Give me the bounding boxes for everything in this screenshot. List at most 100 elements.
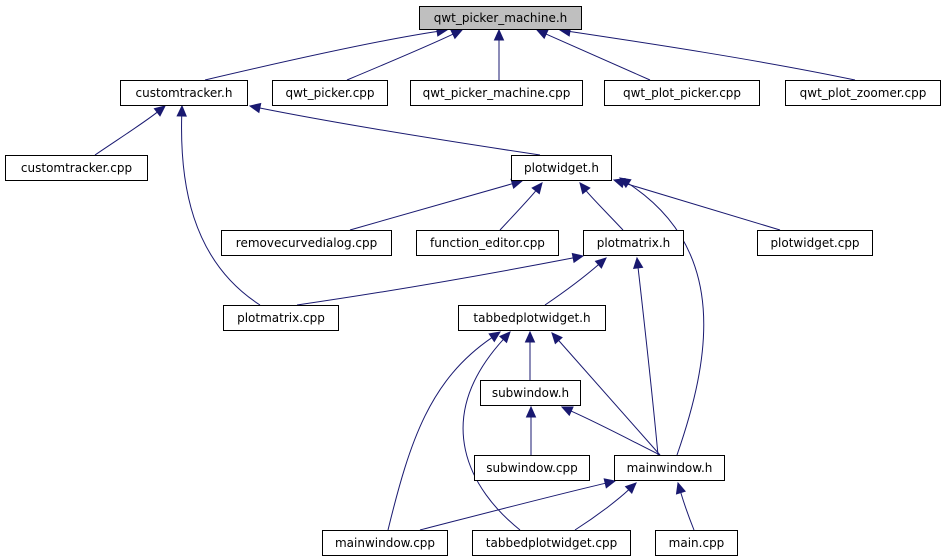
arrowhead-icon xyxy=(488,331,501,343)
node-box xyxy=(511,155,612,181)
node-label: plotmatrix.cpp xyxy=(237,311,325,325)
arrowhead-icon xyxy=(498,331,511,344)
node-qwt-picker-machine-cpp[interactable]: qwt_picker_machine.cpp xyxy=(410,80,583,106)
edge-line xyxy=(181,115,261,306)
edge-main-cpp-to-mainwindow-h xyxy=(675,481,695,531)
node-qwt-picker-cpp[interactable]: qwt_picker.cpp xyxy=(272,80,388,106)
node-label: subwindow.cpp xyxy=(486,461,578,475)
node-tabbedplotwidget-h[interactable]: tabbedplotwidget.h xyxy=(458,305,606,331)
node-function-editor-cpp[interactable]: function_editor.cpp xyxy=(416,230,559,256)
node-label: qwt_picker.cpp xyxy=(285,86,374,100)
arrowhead-icon xyxy=(450,29,464,40)
node-label: qwt_picker_machine.cpp xyxy=(423,86,571,100)
arrowhead-icon xyxy=(493,28,505,41)
edge-function-editor-cpp-to-plotwidget-h xyxy=(499,182,543,231)
node-label: plotwidget.h xyxy=(524,161,599,175)
node-label: customtracker.h xyxy=(136,86,233,100)
node-box xyxy=(757,230,873,256)
arrowhead-icon xyxy=(535,29,549,40)
node-box xyxy=(655,530,738,556)
node-qwt-picker-machine-h[interactable]: qwt_picker_machine.h xyxy=(419,6,582,30)
arrowhead-icon xyxy=(594,257,607,269)
arrowhead-icon xyxy=(624,482,637,494)
node-mainwindow-h[interactable]: mainwindow.h xyxy=(614,455,725,481)
node-label: customtracker.cpp xyxy=(21,161,132,175)
node-plotwidget-cpp[interactable]: plotwidget.cpp xyxy=(757,230,873,256)
edge-line xyxy=(569,31,856,81)
node-label: function_editor.cpp xyxy=(430,236,545,250)
edge-mainwindow-h-to-tabbedplotwidget-h xyxy=(551,332,661,456)
edge-qwt-picker-machine-cpp-to-qwt-picker-machine-h xyxy=(493,28,505,80)
edge-mainwindow-cpp-to-mainwindow-h xyxy=(419,478,617,531)
edge-line xyxy=(637,267,659,456)
node-box xyxy=(221,230,392,256)
node-box xyxy=(223,305,339,331)
arrowhead-icon xyxy=(525,405,537,418)
edge-subwindow-cpp-to-subwindow-h xyxy=(525,405,537,455)
edge-line xyxy=(259,107,541,156)
node-qwt-plot-zoomer-cpp[interactable]: qwt_plot_zoomer.cpp xyxy=(785,80,941,106)
edge-line xyxy=(680,492,695,531)
edge-line xyxy=(585,190,624,231)
node-label: qwt_plot_zoomer.cpp xyxy=(800,86,927,100)
edge-plotwidget-h-to-customtracker-h xyxy=(248,102,541,156)
node-box xyxy=(416,230,559,256)
edge-line xyxy=(545,33,651,81)
node-label: mainwindow.h xyxy=(627,461,713,475)
node-mainwindow-cpp[interactable]: mainwindow.cpp xyxy=(322,530,448,556)
arrowhead-icon xyxy=(571,252,585,264)
node-box xyxy=(604,80,760,106)
node-label: tabbedplotwidget.h xyxy=(473,311,590,325)
edge-tabbedplotwidget-cpp-to-tabbedplotwidget-h xyxy=(462,331,521,531)
edge-line xyxy=(628,183,705,456)
edge-removecurvedialog-cpp-to-plotwidget-h xyxy=(349,178,524,231)
edge-line xyxy=(349,183,513,231)
node-removecurvedialog-cpp[interactable]: removecurvedialog.cpp xyxy=(221,230,392,256)
node-customtracker-cpp[interactable]: customtracker.cpp xyxy=(5,155,148,181)
edge-line xyxy=(204,31,438,81)
node-label: subwindow.h xyxy=(492,386,569,400)
node-label: mainwindow.cpp xyxy=(335,536,435,550)
edge-line xyxy=(419,482,606,531)
node-label: qwt_picker_machine.h xyxy=(434,11,568,25)
node-subwindow-cpp[interactable]: subwindow.cpp xyxy=(474,455,590,481)
node-plotwidget-h[interactable]: plotwidget.h xyxy=(511,155,612,181)
edge-line xyxy=(499,190,537,231)
node-box xyxy=(322,530,448,556)
edge-line xyxy=(544,264,599,306)
node-plotmatrix-cpp[interactable]: plotmatrix.cpp xyxy=(223,305,339,331)
edge-plotmatrix-cpp-to-customtracker-h xyxy=(176,104,261,306)
node-customtracker-h[interactable]: customtracker.h xyxy=(120,80,248,106)
node-box xyxy=(480,380,581,406)
node-main-cpp[interactable]: main.cpp xyxy=(655,530,738,556)
arrowhead-icon xyxy=(551,332,563,345)
edge-qwt-plot-picker-cpp-to-qwt-picker-machine-h xyxy=(535,29,651,81)
node-box xyxy=(472,530,631,556)
node-subwindow-h[interactable]: subwindow.h xyxy=(480,380,581,406)
edge-line xyxy=(462,339,521,531)
node-tabbedplotwidget-cpp[interactable]: tabbedplotwidget.cpp xyxy=(472,530,631,556)
edges-layer xyxy=(94,26,856,531)
node-label: qwt_plot_picker.cpp xyxy=(623,86,741,100)
node-label: tabbedplotwidget.cpp xyxy=(486,536,617,550)
edge-plotwidget-cpp-to-plotwidget-h xyxy=(612,178,781,231)
node-label: main.cpp xyxy=(669,536,725,550)
arrowhead-icon xyxy=(632,256,644,269)
edge-plotmatrix-h-to-plotwidget-h xyxy=(579,182,624,231)
edge-mainwindow-cpp-to-tabbedplotwidget-h xyxy=(387,331,501,531)
edge-line xyxy=(623,182,781,231)
node-box xyxy=(410,80,583,106)
node-box xyxy=(614,455,725,481)
edge-line xyxy=(570,410,661,456)
arrowhead-icon xyxy=(531,182,543,195)
nodes-layer: qwt_picker_machine.h customtracker.h qwt_p… xyxy=(5,6,941,556)
edge-mainwindow-h-to-subwindow-h xyxy=(560,406,661,456)
node-plotmatrix-h[interactable]: plotmatrix.h xyxy=(583,230,684,256)
node-box xyxy=(458,305,606,331)
edge-mainwindow-h-to-plotmatrix-h xyxy=(632,256,659,456)
node-box xyxy=(272,80,388,106)
node-qwt-plot-picker-cpp[interactable]: qwt_plot_picker.cpp xyxy=(604,80,760,106)
edge-subwindow-h-to-tabbedplotwidget-h xyxy=(524,330,536,380)
arrowhead-icon xyxy=(603,478,617,489)
